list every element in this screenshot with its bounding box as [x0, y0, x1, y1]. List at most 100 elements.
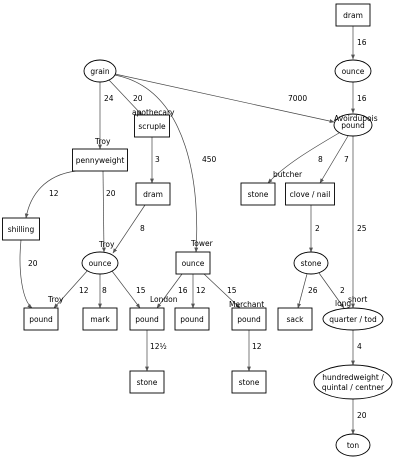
node-box [134, 114, 170, 138]
edge-label: 20 [28, 259, 38, 268]
node-label: pennyweight [76, 156, 125, 165]
qualifier-long: long [335, 299, 351, 308]
edge-grain-to-ounce_tower: 450 [114, 74, 217, 253]
edge-arrow [112, 204, 146, 254]
edge-ounce_troy-to-mark: 8 [98, 274, 107, 309]
node-clove: clove / nail [285, 182, 335, 206]
node-label: stone [248, 190, 269, 199]
edge-pennyweight-to-shilling: 12 [24, 170, 77, 219]
edge-arrow [19, 239, 33, 309]
node-box [72, 148, 128, 172]
node-box [285, 182, 335, 206]
node-label: sack [287, 315, 305, 324]
node-box [335, 3, 371, 27]
node-scruple: scruple [134, 114, 170, 138]
qualifier-troy-oz: Troy [98, 240, 115, 249]
node-ellipse [83, 59, 117, 83]
node-label: pound [135, 315, 159, 324]
node-label: clove / nail [290, 190, 331, 199]
qualifier-apothecary: apothecary [132, 108, 175, 117]
node-stone_wool: stone [293, 251, 329, 275]
node-pound_troy: pound [23, 307, 59, 331]
node-ellipse [322, 307, 384, 331]
node-dram_top: dram [335, 3, 371, 27]
edge-ounce_av-to-pound_av: 16 [351, 82, 367, 114]
edge-label: 12½ [150, 342, 167, 351]
node-label: pound [237, 315, 261, 324]
node-label: scruple [138, 122, 166, 131]
edge-label: 25 [357, 224, 367, 233]
node-ellipse [334, 59, 372, 83]
qualifier-butcher: butcher [273, 170, 303, 179]
node-label: stone [239, 378, 260, 387]
node-box [231, 370, 267, 394]
edge-label: 450 [202, 155, 217, 164]
edge-arrow [24, 170, 77, 219]
node-mark: mark [82, 307, 118, 331]
node-sack: sack [277, 307, 313, 331]
node-pound_london: pound [129, 307, 165, 331]
edge-label: 20 [133, 94, 143, 103]
edge-ounce_tower-to-pound_merchant: 15 [203, 273, 241, 309]
node-label: mark [90, 315, 110, 324]
edge-shilling-to-pound_troy: 20 [19, 239, 38, 309]
node-box [277, 307, 313, 331]
node-ton: ton [335, 433, 371, 457]
node-label: stone [301, 259, 322, 268]
edge-ounce_tower-to-pound_london: 16 [156, 273, 188, 309]
node-shilling: shilling [2, 217, 40, 241]
edge-label: 26 [308, 286, 318, 295]
edge-label: 20 [357, 411, 367, 420]
nodes-layer: dram ounce grain pound scruple pennyweight dra… [2, 3, 393, 457]
node-box [129, 370, 165, 394]
edge-label: 8 [102, 286, 107, 295]
qualifier-short: short [348, 295, 367, 304]
qualifier-troy-pw: Troy [94, 137, 111, 146]
edge-label: 24 [104, 94, 114, 103]
node-cwt: hundredweight /quintal / centner [313, 364, 393, 400]
edge-arrow [108, 79, 143, 116]
node-box [174, 307, 210, 331]
edge-label: 12 [79, 286, 89, 295]
edge-cwt-to-ton: 20 [351, 399, 367, 435]
edge-label: 15 [136, 286, 146, 295]
node-box [23, 307, 59, 331]
node-stone_merchant: stone [231, 370, 267, 394]
node-box [240, 182, 276, 206]
node-ellipse [293, 251, 329, 275]
edge-clove-to-stone_wool: 2 [309, 205, 320, 253]
edge-stone_wool-to-sack: 26 [297, 273, 318, 309]
edge-arrow [53, 269, 89, 309]
edge-label: 8 [140, 224, 145, 233]
edge-stone_wool-to-quarter: 2 [318, 272, 345, 309]
edge-label: 16 [357, 38, 367, 47]
node-label: hundredweight / [322, 373, 384, 382]
node-ellipse [335, 433, 371, 457]
node-ellipse [333, 113, 373, 137]
node-pound_av: pound [333, 113, 373, 137]
edge-grain-to-pennyweight: 24 [98, 82, 114, 150]
edge-grain-to-pound_av: 7000 [114, 73, 335, 123]
edge-quarter-to-cwt: 4 [351, 330, 362, 366]
edge-label: 15 [227, 286, 237, 295]
edge-label: 16 [357, 94, 367, 103]
edge-label: 12 [49, 189, 59, 198]
edge-label: 20 [106, 189, 116, 198]
node-box [231, 307, 267, 331]
node-label: ounce [342, 67, 365, 76]
node-stone_london: stone [129, 370, 165, 394]
edge-arrow [319, 135, 349, 184]
node-dram_ap: dram [135, 182, 171, 206]
edge-grain-to-scruple: 20 [108, 79, 143, 116]
edge-arrow [111, 270, 141, 309]
node-ounce_tower: ounce [175, 251, 211, 275]
node-label: stone [137, 378, 158, 387]
node-label: pound [341, 121, 365, 130]
node-grain: grain [83, 59, 117, 83]
edge-label: 12 [252, 342, 262, 351]
node-ellipse [81, 251, 119, 275]
edge-dram_ap-to-ounce_troy: 8 [112, 204, 146, 254]
